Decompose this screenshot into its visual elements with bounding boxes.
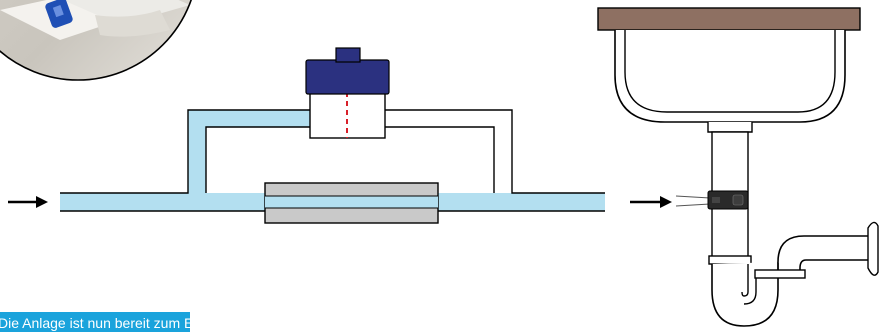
valve-icon xyxy=(306,48,389,138)
filter-cartridge-icon xyxy=(265,183,438,223)
sink-icon xyxy=(598,8,878,326)
caption-text: Die Anlage ist nun bereit zum Einsatz xyxy=(0,315,190,331)
caption-banner: Die Anlage ist nun bereit zum Einsatz xyxy=(0,312,190,332)
clamp-sensor-icon xyxy=(676,191,748,209)
magnifier-photo xyxy=(0,0,210,90)
flow-arrow-icon xyxy=(630,196,672,208)
flow-arrow-icon xyxy=(8,196,48,208)
